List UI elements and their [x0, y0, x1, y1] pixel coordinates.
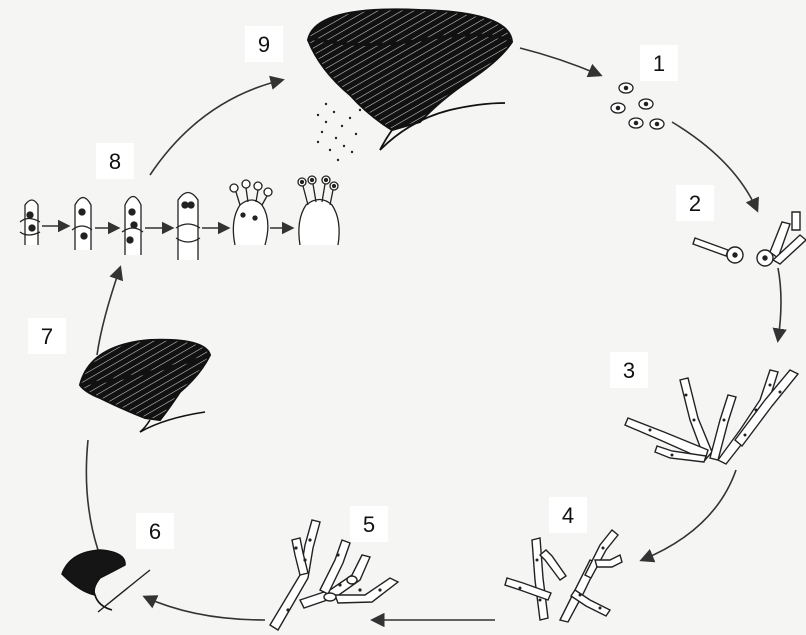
arrow-6-to-7 — [86, 440, 98, 550]
label-stage-8: 8 — [96, 143, 134, 179]
stage-9-number: 9 — [258, 32, 270, 57]
label-stage-2: 2 — [676, 185, 714, 221]
stage-3-number: 3 — [623, 358, 635, 383]
primary-hyphae-icon — [625, 370, 798, 464]
stage-1-number: 1 — [653, 51, 665, 76]
arrow-7-to-8 — [97, 268, 120, 355]
stage-5-number: 5 — [363, 512, 375, 537]
developing-mushroom-icon — [80, 340, 210, 432]
arrow-3-to-4 — [642, 470, 736, 560]
label-stage-4: 4 — [549, 497, 587, 533]
spores-icon — [611, 83, 664, 129]
cycle-arrows — [86, 48, 781, 620]
arrow-9-to-1 — [520, 48, 600, 75]
label-stage-7: 7 — [28, 318, 66, 354]
label-stage-3: 3 — [610, 352, 648, 388]
arrow-8-to-9 — [150, 80, 282, 175]
label-stage-9: 9 — [245, 26, 283, 62]
branching-mycelium-icon — [505, 530, 622, 622]
label-stage-6: 6 — [136, 513, 174, 549]
arrow-5-to-6 — [145, 597, 265, 620]
label-stage-5: 5 — [350, 506, 388, 542]
stage-2-number: 2 — [689, 191, 701, 216]
label-stage-1: 1 — [640, 45, 678, 81]
stage-6-number: 6 — [149, 519, 161, 544]
mature-mushroom-icon — [308, 9, 512, 161]
young-fruiting-body-icon — [62, 550, 150, 612]
arrow-2-to-3 — [778, 268, 781, 340]
stage-8-number: 8 — [109, 149, 121, 174]
falling-spores — [317, 103, 361, 161]
stage-4-number: 4 — [562, 503, 574, 528]
stage-7-number: 7 — [41, 324, 53, 349]
basidia-development-icon — [20, 176, 339, 260]
